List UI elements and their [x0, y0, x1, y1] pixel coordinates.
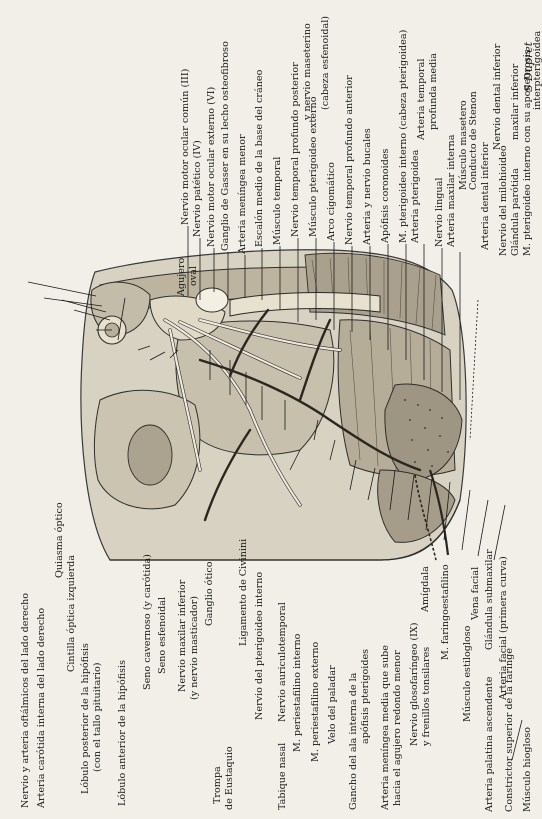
label-seno-cavernoso: Seno cavernoso (y carótida) [142, 554, 153, 690]
label-nervio-milohioideo: Nervio del milohioideo [498, 145, 509, 256]
label-arteria-nervio-bucales: Arteria y nervio bucales [362, 128, 373, 246]
label-estilogloso: Músculo estilogloso [462, 625, 473, 722]
label-musculo-temporal: Músculo temporal [272, 157, 283, 245]
label-ganglio-otico: Ganglio ótico [204, 561, 215, 626]
label-tallo-pituitario: (con el tallo pituitario) [92, 662, 103, 772]
label-carotida-interna-derecho: Arteria carótida interna del lado derech… [36, 608, 47, 809]
label-hiogloso: Músculo hiogloso [522, 727, 533, 812]
label-lobulo-anterior: Lóbulo anterior de la hipófisis [117, 660, 128, 806]
label-arco-cigomatico: Arco cigomático [326, 162, 337, 242]
label-ganglio-gasser: Ganglio de Gasser en su lecho osteofibro… [220, 41, 231, 251]
label-quiasma-optico: Quiasma óptico [54, 502, 65, 578]
label-motor-ocular-comun: Nervio motor ocular común (III) [180, 69, 191, 225]
label-temporal-profundo-posterior: Nervio temporal profundo posterior [290, 62, 301, 237]
label-palatina-ascendente: Arteria palatina ascendente [484, 676, 495, 813]
label-amigdala: Amígdala [420, 566, 431, 613]
label-glandula-submaxilar: Glándula submaxilar [484, 549, 495, 650]
label-conducto-stenon: Conducto de Stenon [468, 91, 479, 190]
label-nervio-masticador: (y nervio masticador) [189, 596, 200, 700]
label-pterigoideo-interno-cabeza: M. pterigoideo interno (cabeza pterigoid… [398, 30, 409, 243]
label-arteria-temporal: Arteria temporal [416, 59, 427, 141]
label-maxilar-interna: Arteria maxilar interna [446, 134, 457, 248]
label-periestafilino-interno: M. periestafilino interno [292, 633, 303, 752]
label-nervio-auriculotemporal: Nervio auriculotemporal [277, 602, 288, 722]
label-ligamento-civinini: Ligamento de Civinini [238, 539, 249, 646]
label-faringoestafilino: M. faringoestafilino [440, 564, 451, 660]
label-glosofaringeo: Nervio glosofaríngeo (IX) [409, 622, 420, 746]
label-cabeza-esfenoidal: (cabeza esfenoidal) [320, 16, 331, 110]
label-meningea-menor: Arteria meníngea menor [237, 134, 248, 255]
label-arteria-facial: Arteria facial (primera curva) [498, 556, 509, 701]
label-nervio-dental-inferior: Nervio dental inferior [492, 43, 503, 150]
artist-signature: S Dupret [522, 41, 535, 92]
label-agujero: Agujero [176, 258, 187, 297]
label-pterigoideo-externo: Músculo pterigoideo externo [308, 96, 319, 237]
label-oval: oval [188, 266, 199, 286]
label-nervio-arteria-oftalmicos: Nervio y arteria oftálmicos del lado der… [20, 593, 31, 808]
label-seno-esfenoidal: Seno esfenoidal [157, 597, 168, 674]
label-eustaquio: de Eustaquio [224, 746, 235, 810]
label-agujero-redondo-menor: hacia el agujero redondo menor [392, 650, 403, 806]
label-nervio-pterigoideo-interno: Nervio del pterigoideo interno [254, 572, 265, 720]
label-nervio-maxilar-inferior: Nervio maxilar inferior [177, 579, 188, 692]
label-escalon-medio: Escalón medio de la base del cráneo [254, 69, 265, 247]
label-vena-facial: Vena facial [470, 567, 481, 621]
label-trompa: Trompa [212, 766, 223, 804]
label-tabique-nasal: Tabique nasal [277, 743, 288, 810]
label-temporal-profundo-anterior: Nervio temporal profundo anterior [344, 75, 355, 245]
label-lobulo-posterior: Lóbulo posterior de la hipófisis [80, 643, 91, 794]
label-glandula-parotida: Glándula parótida [510, 168, 521, 256]
label-motor-ocular-externo: Nervio motor ocular externo (VI) [206, 87, 217, 247]
illustration [81, 250, 466, 560]
label-meningea-media: Arteria meníngea media que sube [380, 645, 391, 811]
label-maxilar-inferior-right: maxilar inferior [510, 63, 521, 140]
label-patetico: Nervio patético (IV) [192, 140, 203, 237]
label-periestafilino-externo: M. periestafilino externo [310, 642, 321, 762]
label-dental-inferior-arteria: Arteria dental inferior [480, 142, 491, 251]
label-profunda-media: profunda media [428, 53, 439, 130]
label-cintilla-optica: Cintilla óptica izquierda [66, 555, 77, 672]
label-frenillos-tonsilares: y frenillos tonsilares [421, 647, 432, 747]
label-apofisis-coronoides: Apófisis coronoides [380, 148, 391, 244]
label-velo-paladar: Velo del paladar [327, 665, 338, 745]
label-nervio-lingual: Nervio lingual [434, 178, 445, 247]
label-apofisis-pterigoides: apófisis pterigoides [360, 649, 371, 744]
label-arteria-pterigoidea: Arteria pterigoidea [410, 149, 421, 244]
label-gancho-ala-interna: Gancho del ala interna de la [348, 672, 359, 810]
